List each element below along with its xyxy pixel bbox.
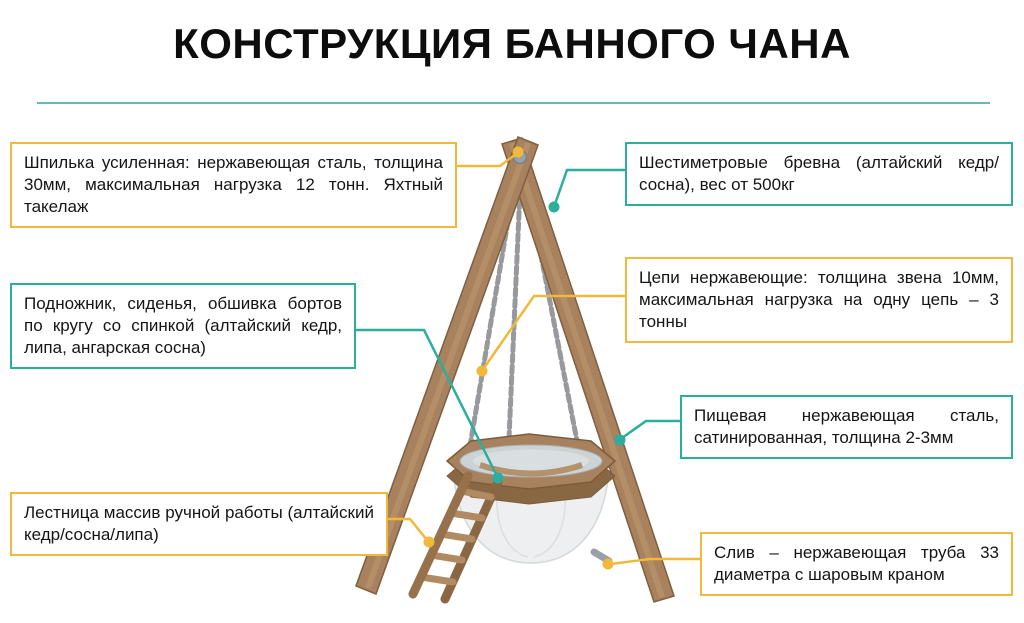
connector-ladder-line [380,517,428,541]
connector-logs-line [553,168,632,205]
connector-steel-dot [614,434,626,446]
tripod-leg-right [501,137,675,603]
connector-seats-line [348,328,499,477]
callout-ladder: Лестница массив ручной работы (алтайский… [10,492,388,557]
callout-stud: Шпилька усиленная: нержавеющая сталь, то… [10,142,457,229]
connector-chains-line [482,294,632,369]
callout-steel: Пищевая нержавеющая сталь, сатинированна… [680,395,1013,460]
callout-logs: Шестиметровые бревна (алтайский кедр/сос… [625,142,1013,207]
wooden-rim [445,433,617,505]
ladder-graphic [408,471,503,604]
tripod-leg-left [355,136,539,595]
inner-bench [479,462,583,477]
connector-steel-line [621,419,688,440]
connector-ladder-dot [423,536,435,548]
callout-drain: Слив – нержавеющая труба 33 диаметра с ш… [700,532,1013,597]
connector-drain-line [610,557,708,566]
callout-chains: Цепи нержавеющие: толщина звена 10мм, ма… [625,257,1013,344]
title-divider [37,102,990,104]
connector-drain-dot [602,558,614,570]
callout-seats: Подножник, сиденья, обшивка бортов по кр… [10,283,356,370]
connector-logs-dot [548,201,560,213]
connector-seats-dot [492,472,504,484]
connector-stud-line [450,153,517,168]
connector-stud-dot [512,146,524,158]
connector-chains-dot [476,365,488,377]
page-title: КОНСТРУКЦИЯ БАННОГО ЧАНА [173,20,851,67]
